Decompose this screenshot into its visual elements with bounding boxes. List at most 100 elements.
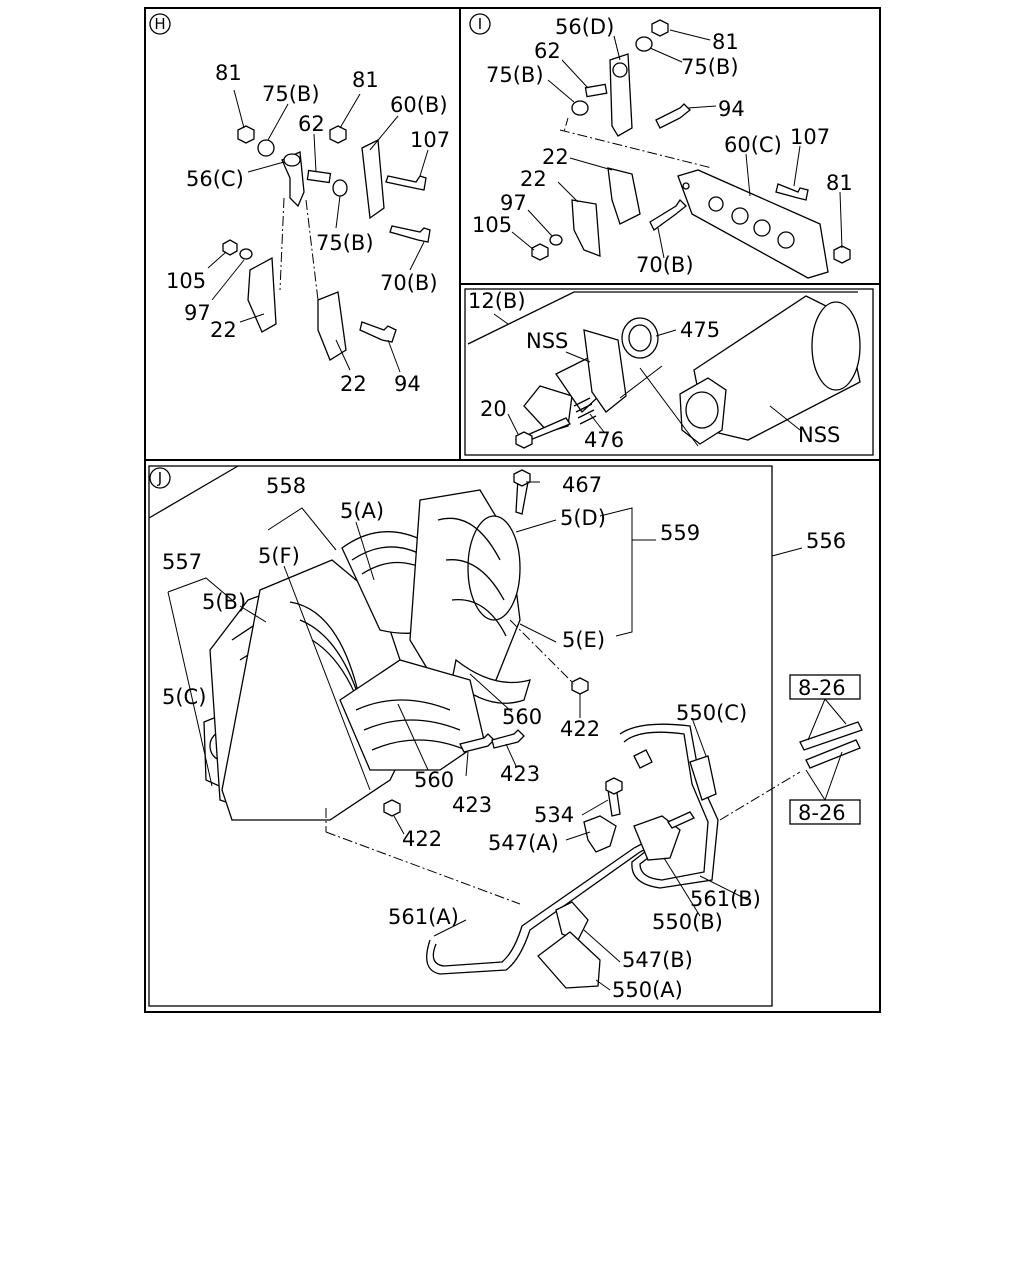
label-534: 534 — [534, 803, 574, 827]
label-550a: 550(A) — [612, 978, 683, 1002]
label-8-26: 8-26 — [798, 801, 846, 825]
label-56d: 56(D) — [555, 15, 614, 39]
label-62: 62 — [298, 112, 325, 136]
panel-letter-i: I — [469, 13, 491, 35]
label-12b: 12(B) — [468, 289, 526, 313]
label-559: 559 — [660, 521, 700, 545]
nut-422-j1 — [571, 677, 589, 695]
panel-letter-i-text: I — [478, 15, 482, 33]
nut-81-i1 — [651, 19, 669, 37]
panel-i-labels: 56(D) 81 62 75(B) 75(B) 94 22 22 60(C) 1… — [472, 15, 853, 277]
tube-8-26b — [805, 739, 861, 769]
label-75b: 75(B) — [316, 231, 374, 255]
panel-i-parts — [511, 19, 851, 279]
clamp-22-i1 — [607, 167, 641, 225]
bolt-70b-h — [389, 225, 431, 243]
label-22: 22 — [340, 372, 367, 396]
label-8-26: 8-26 — [798, 676, 846, 700]
tube-8-26a — [799, 721, 863, 751]
washer-97-i — [549, 234, 563, 246]
nut-105-i — [531, 243, 549, 261]
bolt-94-i — [655, 103, 691, 129]
clamp-547a — [583, 815, 617, 853]
label-547b: 547(B) — [622, 948, 693, 972]
panel-j-parts — [148, 465, 863, 991]
panel-j-labels: 467 558 5(A) 5(D) 559 556 5(F) 557 5(B) … — [162, 473, 846, 1002]
label-107: 107 — [410, 128, 450, 152]
label-nss: NSS — [798, 423, 840, 447]
label-22: 22 — [210, 318, 237, 342]
nut-422-j2 — [383, 799, 401, 817]
label-75b: 75(B) — [486, 63, 544, 87]
panel-letter-j: J — [149, 467, 171, 489]
label-5d: 5(D) — [560, 506, 606, 530]
label-476: 476 — [584, 428, 624, 452]
label-22: 22 — [542, 145, 569, 169]
label-62: 62 — [534, 39, 561, 63]
diagram-frames — [144, 7, 881, 1013]
bolt-70b-i — [649, 198, 687, 231]
nut-81-i2 — [833, 245, 851, 264]
bolt-423-j2 — [491, 729, 525, 749]
plate-60b — [361, 138, 385, 220]
washer-75b-i2 — [571, 100, 589, 116]
label-560: 560 — [502, 705, 542, 729]
label-81: 81 — [712, 30, 739, 54]
label-97: 97 — [500, 191, 527, 215]
label-558: 558 — [266, 474, 306, 498]
label-550b: 550(B) — [652, 910, 723, 934]
clamp-22-h1 — [247, 256, 277, 333]
bolt-107-i — [775, 183, 809, 201]
label-5c: 5(C) — [162, 685, 206, 709]
sensor-550b — [633, 815, 681, 861]
nut-105-h — [222, 239, 238, 256]
label-561b: 561(B) — [690, 887, 761, 911]
label-75b: 75(B) — [262, 82, 320, 106]
panel-letter-j-text: J — [157, 469, 162, 487]
sensor-550c — [689, 755, 717, 801]
label-561a: 561(A) — [388, 905, 459, 929]
washer-75b-i1 — [635, 36, 653, 52]
washer-75b-h2 — [332, 179, 348, 197]
label-81: 81 — [215, 61, 242, 85]
label-70b: 70(B) — [636, 253, 694, 277]
label-70b: 70(B) — [380, 271, 438, 295]
pin-62-i — [584, 83, 608, 98]
pin-62-h — [306, 169, 332, 184]
label-5f: 5(F) — [258, 544, 300, 568]
label-97: 97 — [184, 301, 211, 325]
washer-75b-h1 — [257, 139, 275, 157]
washer-97-h — [239, 248, 253, 260]
spring-476 — [573, 397, 597, 425]
label-105: 105 — [472, 213, 512, 237]
label-22: 22 — [520, 167, 547, 191]
plate-60c — [677, 169, 829, 279]
clamp-22-i2 — [571, 199, 601, 257]
label-94: 94 — [394, 372, 421, 396]
pipe-561a — [426, 829, 681, 975]
label-60b: 60(B) — [390, 93, 448, 117]
label-422: 422 — [402, 827, 442, 851]
label-81: 81 — [352, 68, 379, 92]
label-547a: 547(A) — [488, 831, 559, 855]
panel-12b-labels: 12(B) NSS 475 20 476 NSS — [468, 289, 840, 452]
clamp-22-h2 — [317, 291, 347, 361]
bolt-94-h — [359, 321, 397, 343]
nut-81-h1 — [237, 125, 255, 144]
label-81: 81 — [826, 171, 853, 195]
panel-12b-parts — [467, 291, 861, 449]
label-5e: 5(E) — [562, 628, 605, 652]
label-94: 94 — [718, 97, 745, 121]
panel-letter-h-text: H — [154, 15, 165, 33]
bolt-107-h — [385, 175, 427, 191]
label-20: 20 — [480, 397, 507, 421]
panel-h-parts — [207, 89, 431, 373]
pipe-561b — [619, 723, 719, 889]
bracket-550a — [537, 931, 601, 989]
label-560: 560 — [414, 768, 454, 792]
label-467: 467 — [562, 473, 602, 497]
label-107: 107 — [790, 125, 830, 149]
label-105: 105 — [166, 269, 206, 293]
panel-letter-h: H — [149, 13, 171, 35]
label-5a: 5(A) — [340, 499, 384, 523]
